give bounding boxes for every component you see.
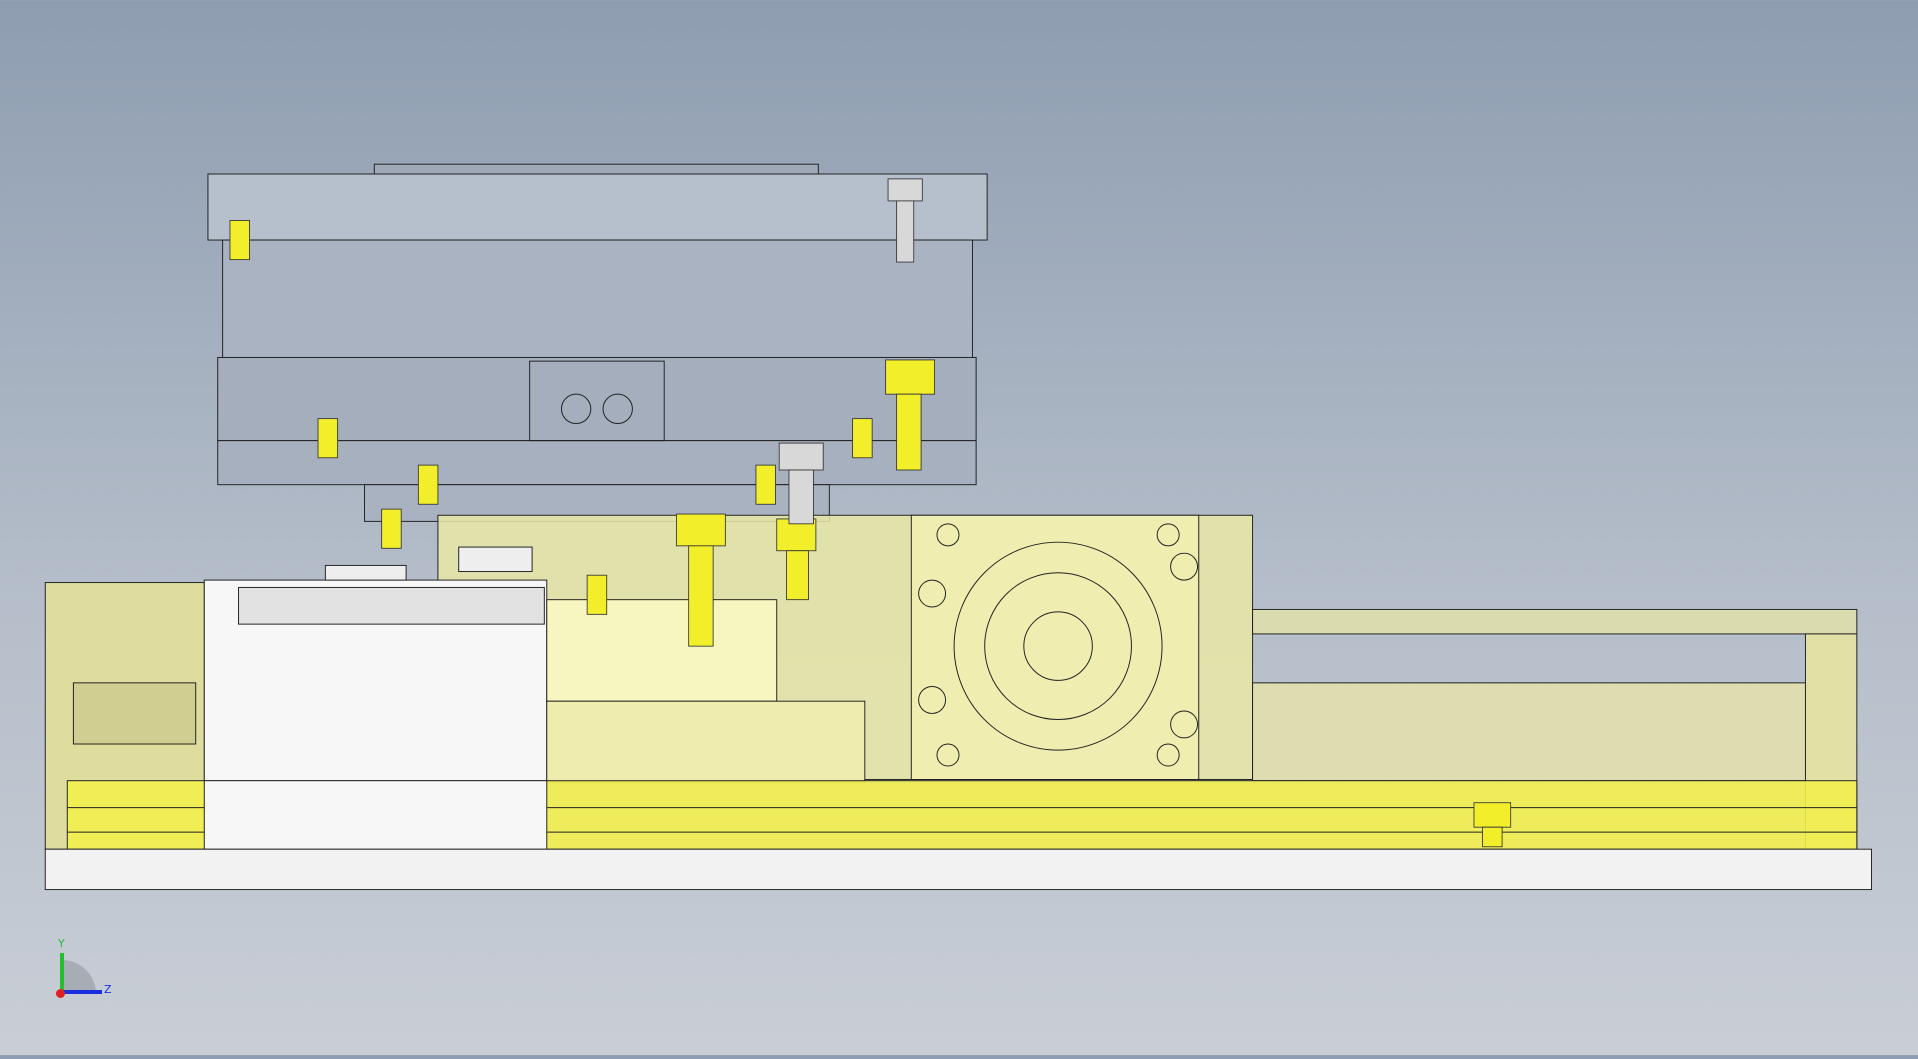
x-axis-dot xyxy=(56,989,65,998)
linear-rail xyxy=(1252,608,1858,635)
z-axis-label: Z xyxy=(104,983,112,996)
bolts xyxy=(229,220,1512,848)
axis-triad: Y Z xyxy=(52,935,112,998)
z-axis-arrow xyxy=(62,990,102,994)
rotary-body xyxy=(222,239,973,358)
y-axis-arrow xyxy=(60,953,64,993)
gray-bolts xyxy=(778,178,923,525)
base-plate xyxy=(44,848,1873,891)
triad-shadow xyxy=(62,960,96,994)
rotary-top-plate xyxy=(207,173,988,241)
slider-block xyxy=(546,599,778,702)
y-axis-label: Y xyxy=(58,937,65,950)
rotary-base xyxy=(217,356,977,442)
